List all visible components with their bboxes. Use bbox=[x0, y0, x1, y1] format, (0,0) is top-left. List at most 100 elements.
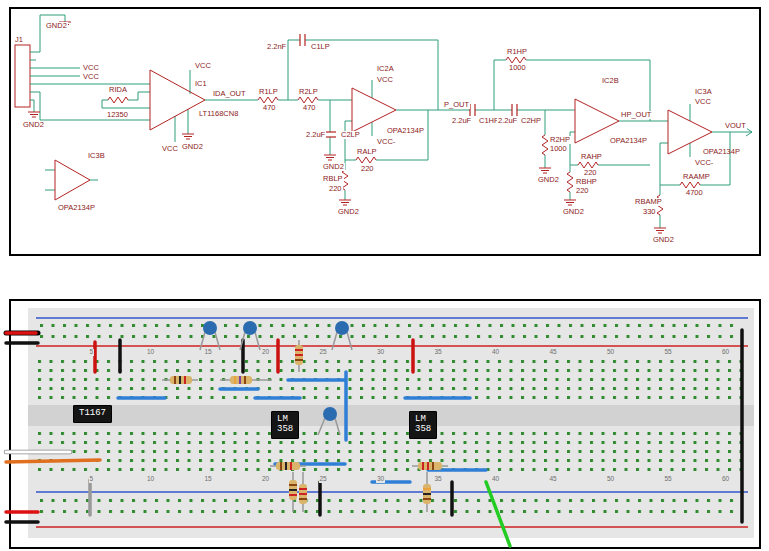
wire-line bbox=[746, 128, 752, 136]
wire-line bbox=[240, 332, 245, 350]
wire-line bbox=[36, 526, 748, 528]
column-number: 55 bbox=[664, 476, 673, 483]
board-shape bbox=[289, 489, 297, 491]
component-symbol bbox=[512, 104, 517, 116]
column-number: 40 bbox=[491, 349, 500, 356]
part-value: LT1168CN8 bbox=[199, 110, 238, 118]
schematic-label: C1LP bbox=[310, 43, 331, 51]
wire-line bbox=[517, 110, 575, 111]
wire-line bbox=[205, 100, 258, 101]
schematic-label: 220 bbox=[328, 185, 343, 193]
wire-line bbox=[255, 332, 260, 350]
wire-line bbox=[318, 418, 325, 435]
wire-line bbox=[318, 100, 352, 101]
schematic-label: 1000 bbox=[508, 64, 527, 72]
schematic-label: 1000 bbox=[549, 145, 568, 153]
column-number: 60 bbox=[721, 476, 730, 483]
wire-line bbox=[30, 76, 80, 77]
component-symbol bbox=[182, 134, 194, 139]
wire-line bbox=[450, 482, 454, 515]
wire-line bbox=[335, 418, 340, 435]
board-shape bbox=[295, 345, 303, 365]
schematic-label: 330 bbox=[642, 208, 657, 216]
board-shape bbox=[299, 488, 307, 490]
schematic-label: GND2 bbox=[652, 236, 675, 244]
component-symbol bbox=[300, 34, 305, 46]
schematic-label: VCC bbox=[82, 73, 100, 81]
schematic-frame bbox=[10, 8, 760, 255]
component-symbol bbox=[339, 200, 351, 205]
board-shape bbox=[38, 360, 743, 404]
symbol-group bbox=[118, 372, 486, 482]
board-shape bbox=[423, 484, 431, 504]
wire-line bbox=[90, 180, 98, 181]
wire-line bbox=[30, 15, 65, 52]
board-shape bbox=[423, 498, 431, 500]
schematic-label: 2.2nF bbox=[266, 43, 287, 51]
board-shape bbox=[10, 300, 760, 548]
wire-line bbox=[88, 480, 92, 515]
breadboard bbox=[6, 300, 760, 548]
schematic-label: RBHP bbox=[575, 178, 598, 186]
board-shape bbox=[234, 376, 236, 384]
board-shape bbox=[184, 376, 186, 384]
wire-line bbox=[330, 100, 331, 132]
wire-line bbox=[36, 345, 748, 347]
schematic-label: VOUT bbox=[724, 122, 747, 130]
wire-line bbox=[545, 110, 546, 135]
wire-line bbox=[690, 143, 691, 157]
ic-chip: LM 358 bbox=[409, 411, 437, 439]
wire-line bbox=[619, 121, 668, 122]
wire-line bbox=[545, 155, 546, 168]
column-number: 5 bbox=[89, 349, 95, 356]
board-shape bbox=[289, 480, 297, 500]
symbol-group bbox=[170, 345, 442, 504]
schematic-label: GND2 bbox=[562, 208, 585, 216]
column-number: 20 bbox=[261, 349, 270, 356]
wire-line bbox=[6, 331, 36, 335]
opamp-triangle bbox=[570, 77, 665, 162]
wire-line bbox=[45, 170, 55, 171]
board-shape bbox=[295, 359, 303, 361]
schematic-label: RBLP bbox=[322, 175, 344, 183]
schematic-label: RALP bbox=[356, 148, 378, 156]
column-number: 30 bbox=[376, 476, 385, 483]
opamp-outline bbox=[352, 88, 396, 132]
wire-line bbox=[6, 460, 100, 462]
part-value: OPA2134P bbox=[58, 204, 95, 212]
wire-line bbox=[36, 491, 748, 493]
wire-line bbox=[740, 330, 744, 522]
column-number: 10 bbox=[146, 349, 155, 356]
component-symbol bbox=[539, 168, 551, 173]
component-symbol bbox=[578, 162, 598, 168]
board-shape bbox=[422, 462, 424, 470]
board-shape bbox=[28, 308, 754, 538]
wire-line bbox=[30, 84, 150, 85]
wire-line bbox=[220, 387, 258, 391]
schematic-label: HP_OUT bbox=[620, 111, 652, 119]
wire-line bbox=[190, 70, 191, 94]
board-shape bbox=[230, 376, 252, 384]
wire-line bbox=[30, 68, 80, 69]
schematic-label: RBAMP bbox=[634, 198, 663, 206]
opamp-symbol: IC1LT1168CN8 bbox=[145, 60, 245, 140]
schematic-label: 220 bbox=[583, 169, 598, 177]
board-shape bbox=[40, 324, 740, 340]
column-number: 45 bbox=[549, 476, 558, 483]
wire-line bbox=[128, 92, 150, 100]
schematic-label: VCC bbox=[376, 76, 394, 84]
chip-marking: T1167 bbox=[79, 409, 106, 419]
board-shape bbox=[427, 462, 429, 470]
opamp-triangle bbox=[145, 60, 245, 140]
wire-line bbox=[330, 137, 331, 155]
schematic-label: RIDA bbox=[108, 86, 128, 94]
schematic-label: VCC bbox=[161, 145, 179, 153]
wire-line bbox=[200, 332, 205, 350]
schematic-label: GND2 bbox=[322, 163, 345, 171]
wire-line bbox=[345, 121, 356, 160]
component-symbol bbox=[506, 57, 526, 63]
wire-line bbox=[175, 116, 176, 142]
schematic-label: 4700 bbox=[685, 189, 704, 197]
symbol-group bbox=[162, 332, 448, 512]
schematic-label: R1LP bbox=[258, 88, 279, 96]
